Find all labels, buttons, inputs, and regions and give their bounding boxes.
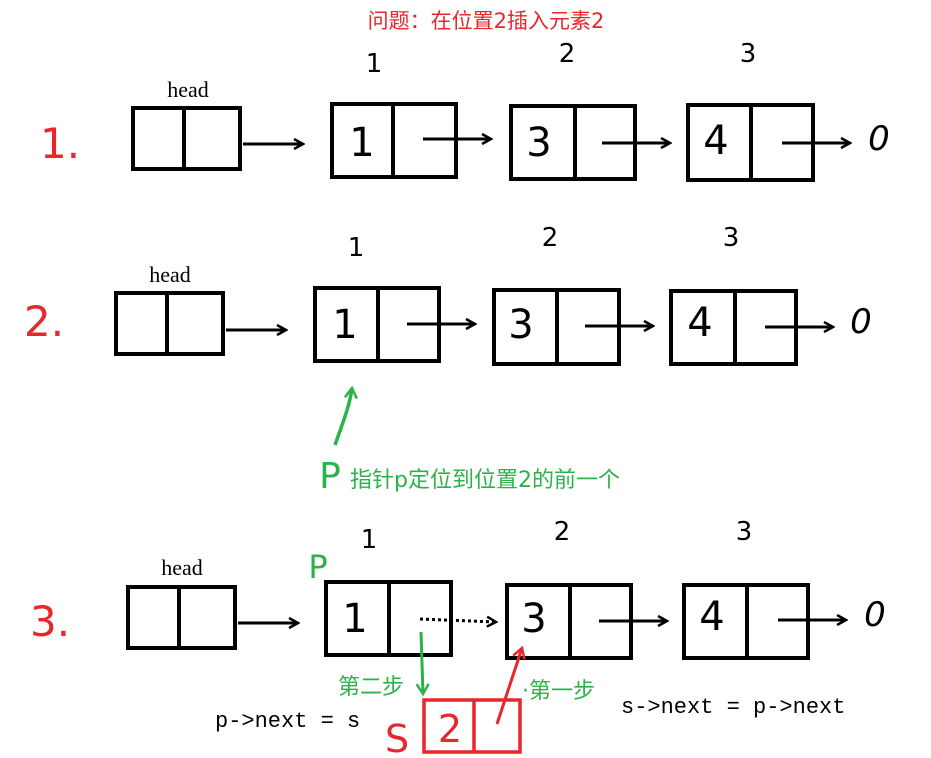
node-value: 4 (699, 594, 724, 640)
head-label: head (167, 77, 209, 102)
position-label: 2 (554, 517, 571, 547)
node-value: 1 (349, 120, 374, 166)
new-node (422, 698, 522, 754)
pointer-caption: 指针p定位到位置2的前一个 (350, 468, 620, 493)
step-two-label: 第二步 (338, 675, 404, 700)
node-value: 3 (521, 596, 546, 642)
step-one-arrow (495, 648, 522, 725)
pointer-label: P (319, 456, 341, 497)
broken-link-arrow (419, 619, 496, 622)
position-label: 1 (361, 525, 378, 555)
step-2: 2. head 1 1 2 3 3 4 0 P 指针p定位 (24, 223, 872, 497)
null-terminator: 0 (868, 119, 890, 159)
position-label: 3 (723, 223, 740, 253)
head-node (126, 585, 237, 650)
node-value: 1 (332, 302, 357, 348)
step-3: 3. head P 1 1 2 3 3 4 0 第二步 (30, 517, 886, 758)
new-node-value: 2 (438, 707, 462, 751)
step-one-label: ·第一步 (522, 679, 595, 704)
null-terminator: 0 (864, 595, 886, 635)
node-value: 4 (687, 300, 712, 346)
step-1: 1. head 1 1 2 3 3 4 0 (40, 39, 890, 182)
node-value: 3 (526, 120, 551, 166)
head-label: head (149, 262, 191, 287)
null-terminator: 0 (850, 302, 872, 342)
step-1-marker: 1. (40, 119, 80, 168)
position-label: 1 (348, 233, 365, 263)
step-3-marker: 3. (30, 597, 70, 646)
step-2-marker: 2. (24, 297, 64, 346)
node-value: 4 (703, 118, 728, 164)
node-value: 3 (508, 302, 533, 348)
step-two-arrow (421, 631, 423, 694)
code-right: s->next = p->next (621, 695, 845, 720)
position-label: 1 (366, 49, 383, 79)
diagram-title: 问题：在位置2插入元素2 (368, 9, 605, 33)
head-node (131, 106, 242, 171)
position-label: 2 (559, 39, 576, 69)
position-label: 3 (740, 39, 757, 69)
pointer-label: P (308, 548, 327, 586)
code-left: p->next = s (215, 709, 360, 734)
new-node-label: S (385, 717, 409, 758)
position-label: 2 (542, 223, 559, 253)
list-node (324, 580, 453, 657)
head-label: head (161, 555, 203, 580)
node-value: 1 (342, 596, 367, 642)
position-label: 3 (736, 517, 753, 547)
pointer-arrow (333, 388, 352, 446)
head-node (114, 291, 225, 356)
